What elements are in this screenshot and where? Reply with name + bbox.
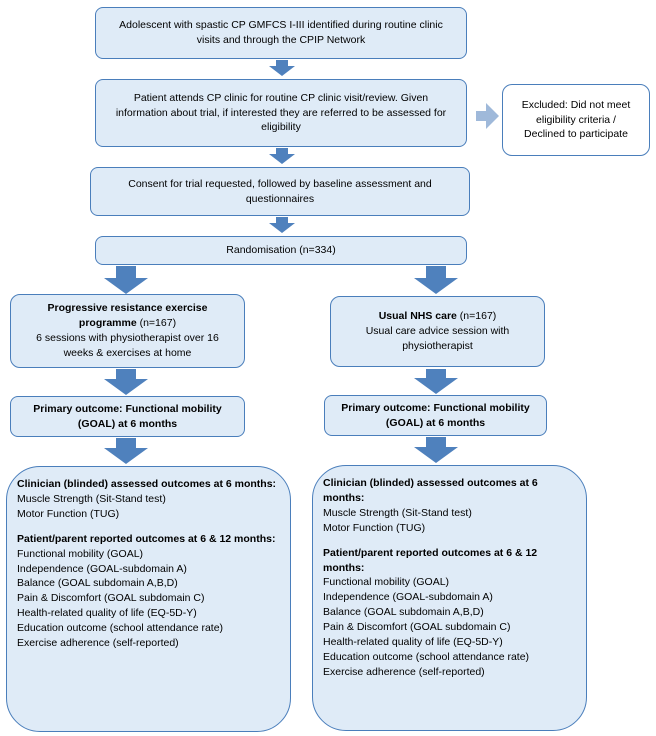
down-arrow-right-3 <box>414 437 458 463</box>
patient-outcomes-title-left: Patient/parent reported outcomes at 6 & … <box>17 532 276 545</box>
patient-outcome-item: Education outcome (school attendance rat… <box>17 622 224 635</box>
randomisation-box: Randomisation (n=334) <box>95 236 467 265</box>
patient-outcomes-title-right: Patient/parent reported outcomes at 6 & … <box>323 546 538 574</box>
down-arrow-right-1 <box>414 266 458 294</box>
excluded-box: Excluded: Did not meet eligibility crite… <box>502 84 650 156</box>
down-arrow-1 <box>269 60 295 76</box>
outcomes-box-right: Clinician (blinded) assessed outcomes at… <box>312 465 587 731</box>
intervention-count: (n=167) <box>136 317 177 330</box>
usual-care-title: Usual NHS care <box>378 310 457 323</box>
intervention-box: Progressive resistance exercise programm… <box>10 294 245 368</box>
patient-outcome-item: Pain & Discomfort (GOAL subdomain C) <box>323 621 511 634</box>
randomisation-text: Randomisation (n=334) <box>226 244 336 257</box>
patient-outcome-item: Independence (GOAL-subdomain A) <box>323 591 493 604</box>
clinician-outcome-item: Motor Function (TUG) <box>323 521 426 534</box>
patient-outcome-item: Balance (GOAL subdomain A,B,D) <box>323 606 484 619</box>
intervention-title: Progressive resistance exercise programm… <box>47 302 208 330</box>
consent-text: Consent for trial requested, followed by… <box>128 177 432 205</box>
primary-outcome-box-right: Primary outcome: Functional mobility (GO… <box>324 395 547 436</box>
down-arrow-2 <box>269 148 295 164</box>
primary-outcome-box-left: Primary outcome: Functional mobility (GO… <box>10 396 245 437</box>
right-arrow-excluded <box>476 103 499 129</box>
intervention-description: 6 sessions with physiotherapist over 16 … <box>36 332 219 359</box>
clinician-outcome-item: Motor Function (TUG) <box>17 507 120 520</box>
patient-outcome-item: Pain & Discomfort (GOAL subdomain C) <box>17 592 205 605</box>
clinic-visit-text: Patient attends CP clinic for routine CP… <box>115 91 447 134</box>
identification-text: Adolescent with spastic CP GMFCS I-III i… <box>119 19 443 46</box>
down-arrow-left-2 <box>104 369 148 395</box>
primary-outcome-text-left: Primary outcome: Functional mobility (GO… <box>33 402 222 430</box>
primary-outcome-text-right: Primary outcome: Functional mobility (GO… <box>341 401 530 429</box>
down-arrow-left-3 <box>104 438 148 464</box>
down-arrow-left-1 <box>104 266 148 294</box>
clinician-outcomes-title-left: Clinician (blinded) assessed outcomes at… <box>17 478 277 490</box>
usual-care-box: Usual NHS care (n=167) Usual care advice… <box>330 296 545 367</box>
clinician-outcomes-title-right: Clinician (blinded) assessed outcomes at… <box>323 477 538 504</box>
consent-box: Consent for trial requested, followed by… <box>90 167 470 216</box>
patient-outcome-item: Exercise adherence (self-reported) <box>323 665 485 678</box>
down-arrow-3 <box>269 217 295 233</box>
patient-outcome-item: Exercise adherence (self-reported) <box>17 637 179 650</box>
usual-care-count: (n=167) <box>456 310 497 323</box>
outcomes-box-left: Clinician (blinded) assessed outcomes at… <box>6 466 291 732</box>
patient-outcome-item: Health-related quality of life (EQ-5D-Y) <box>323 636 503 649</box>
patient-outcome-item: Independence (GOAL-subdomain A) <box>17 562 187 575</box>
down-arrow-right-2 <box>414 369 458 394</box>
identification-box: Adolescent with spastic CP GMFCS I-III i… <box>95 7 467 59</box>
clinic-visit-box: Patient attends CP clinic for routine CP… <box>95 79 467 147</box>
patient-outcome-item: Education outcome (school attendance rat… <box>323 650 530 663</box>
clinician-outcome-item: Muscle Strength (Sit-Stand test) <box>323 506 472 519</box>
patient-outcome-item: Functional mobility (GOAL) <box>17 547 144 560</box>
patient-outcome-item: Health-related quality of life (EQ-5D-Y) <box>17 607 197 620</box>
patient-outcome-item: Balance (GOAL subdomain A,B,D) <box>17 577 178 590</box>
excluded-text: Excluded: Did not meet eligibility crite… <box>521 98 631 141</box>
usual-care-description: Usual care advice session with physiothe… <box>365 325 510 352</box>
patient-outcome-item: Functional mobility (GOAL) <box>323 576 450 589</box>
clinician-outcome-item: Muscle Strength (Sit-Stand test) <box>17 492 166 505</box>
